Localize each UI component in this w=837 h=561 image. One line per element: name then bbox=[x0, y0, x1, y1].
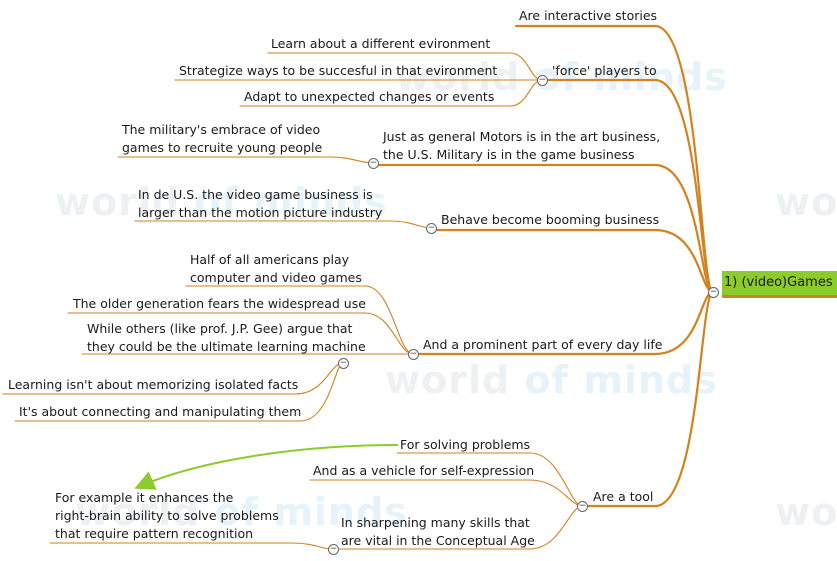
subtopic-bigger-than-movies[interactable]: In de U.S. the video game business is la… bbox=[138, 187, 383, 220]
connector-everyday-1 bbox=[185, 285, 414, 355]
relationship-arrow bbox=[134, 444, 399, 490]
collapse-toggle-business[interactable]: − bbox=[426, 223, 437, 234]
subtopic-older-generation[interactable]: The older generation fears the widesprea… bbox=[73, 296, 366, 311]
topic-everyday-life[interactable]: And a prominent part of every day life bbox=[423, 337, 663, 352]
watermark: world bbox=[775, 180, 837, 224]
subtopic-learning-machine[interactable]: While others (like prof. J.P. Gee) argue… bbox=[87, 321, 366, 354]
connector-military bbox=[373, 163, 715, 294]
watermark: world of minds bbox=[385, 358, 718, 402]
subtopic-adapt[interactable]: Adapt to unexpected changes or events bbox=[244, 89, 495, 104]
collapse-toggle-tool[interactable]: − bbox=[577, 501, 588, 512]
subtopic-strategize[interactable]: Strategize ways to be succesful in that … bbox=[179, 63, 498, 78]
subtopic-half-of-americans[interactable]: Half of all americans play computer and … bbox=[190, 252, 362, 285]
watermark: world of minds bbox=[55, 180, 388, 224]
subtopic-not-memorizing[interactable]: Learning isn't about memorizing isolated… bbox=[8, 377, 299, 392]
watermark: world of minds bbox=[395, 55, 728, 99]
collapse-toggle-root[interactable]: − bbox=[708, 287, 719, 298]
connector-business bbox=[431, 228, 715, 294]
connector-tool bbox=[582, 290, 715, 508]
connector-conceptual-1 bbox=[49, 542, 334, 550]
subtopic-different-environment[interactable]: Learn about a different evironment bbox=[271, 36, 491, 51]
topic-force-players[interactable]: 'force' players to bbox=[552, 63, 657, 78]
subtopic-self-expression[interactable]: And as a vehicle for self-expression bbox=[313, 463, 535, 478]
connector-tool-2 bbox=[309, 479, 583, 507]
connector-military-1 bbox=[117, 156, 374, 164]
subtopic-solving-problems[interactable]: For solving problems bbox=[400, 437, 531, 452]
collapse-toggle-everyday[interactable]: − bbox=[408, 349, 419, 360]
collapse-toggle-conceptual[interactable]: − bbox=[328, 544, 339, 555]
topic-interactive-stories[interactable]: Are interactive stories bbox=[519, 8, 658, 23]
watermark: world bbox=[775, 490, 837, 534]
watermark: world of minds bbox=[75, 490, 408, 534]
connector-force bbox=[542, 78, 715, 294]
subtopic-connecting[interactable]: It's about connecting and manipulating t… bbox=[19, 404, 302, 419]
root-topic[interactable]: 1) (video)Games bbox=[722, 271, 837, 298]
collapse-toggle-force[interactable]: − bbox=[537, 75, 548, 86]
collapse-toggle-military[interactable]: − bbox=[368, 158, 379, 169]
topic-are-a-tool[interactable]: Are a tool bbox=[593, 489, 654, 504]
topic-military[interactable]: Just as general Motors is in the art bus… bbox=[383, 129, 661, 162]
topic-booming-business[interactable]: Behave become booming business bbox=[441, 212, 660, 227]
subtopic-military-recruit[interactable]: The military's embrace of video games to… bbox=[122, 122, 323, 155]
connector-business-1 bbox=[134, 220, 432, 229]
subtopic-pattern-recognition[interactable]: For example it enhances the right-brain … bbox=[55, 490, 279, 541]
subtopic-conceptual-age[interactable]: In sharpening many skills that are vital… bbox=[341, 515, 535, 548]
collapse-toggle-gee[interactable]: − bbox=[338, 358, 349, 369]
